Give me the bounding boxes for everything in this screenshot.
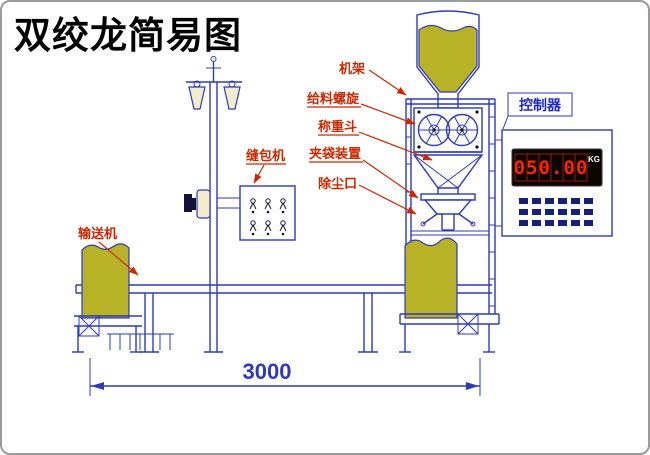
digit-cells (514, 153, 588, 182)
label-dust-port-leader (358, 184, 417, 215)
label-dust-port: 除尘口 (318, 176, 357, 191)
filled-bag-right (404, 237, 458, 319)
dimension-value: 3000 (243, 359, 292, 384)
label-feed-screw: 给料螺旋 (307, 91, 360, 106)
thread-cone-left-icon (188, 80, 206, 110)
weighing-hopper (412, 151, 484, 194)
base-left (72, 315, 174, 353)
thread-cones (188, 80, 241, 110)
weight-display: 050.00 KG (511, 148, 603, 187)
anchor-pad-right (457, 313, 479, 335)
diagram-title: 双绞龙简易图 (14, 15, 242, 57)
controller-buttons[interactable] (519, 198, 593, 226)
label-bag-clamp: 夹袋装置 (309, 146, 361, 161)
weight-unit: KG (588, 155, 600, 164)
label-weigh-hopper-leader (358, 131, 433, 161)
label-conveyor: 输送机 (78, 226, 117, 241)
anchor-pad-left (78, 315, 100, 337)
label-weigh-hopper: 称重斗 (318, 119, 357, 134)
label-frame: 机架 (339, 61, 365, 76)
feed-hopper (416, 10, 480, 109)
sewing-box-symbols (249, 198, 287, 236)
dim-arrow-left (91, 382, 104, 390)
label-conveyor-leader (98, 241, 139, 276)
label-bag-sewing: 缝包机 (246, 148, 285, 163)
label-bag-sewing-leader (253, 164, 265, 184)
dust-spout (441, 214, 455, 231)
weight-value: 050.00 (514, 157, 589, 179)
sewing-head (184, 189, 240, 219)
label-bag-clamp-leader (362, 159, 419, 199)
feed-hopper-material (418, 24, 478, 93)
bag-clamp (420, 193, 476, 227)
feed-screws (413, 107, 483, 153)
base-ribs (107, 333, 174, 350)
controller-cabinet: 050.00 KG (495, 129, 613, 237)
filled-bag-left (81, 243, 130, 319)
part-labels: 机架 给料螺旋 称重斗 夹袋装置 除尘口 缝包机 输送机 (78, 61, 433, 276)
label-frame-leader (368, 69, 407, 96)
controller-label-text: 控制器 (519, 97, 562, 113)
thread-cone-right-icon (223, 80, 241, 110)
label-feed-screw-leader (360, 103, 416, 125)
dim-arrow-right (466, 382, 479, 390)
dimension: 3000 (89, 358, 481, 396)
screw-right-icon (445, 113, 479, 147)
controller-label: 控制器 (502, 92, 573, 130)
sewing-machine-box (239, 185, 296, 241)
base-right (399, 313, 500, 353)
